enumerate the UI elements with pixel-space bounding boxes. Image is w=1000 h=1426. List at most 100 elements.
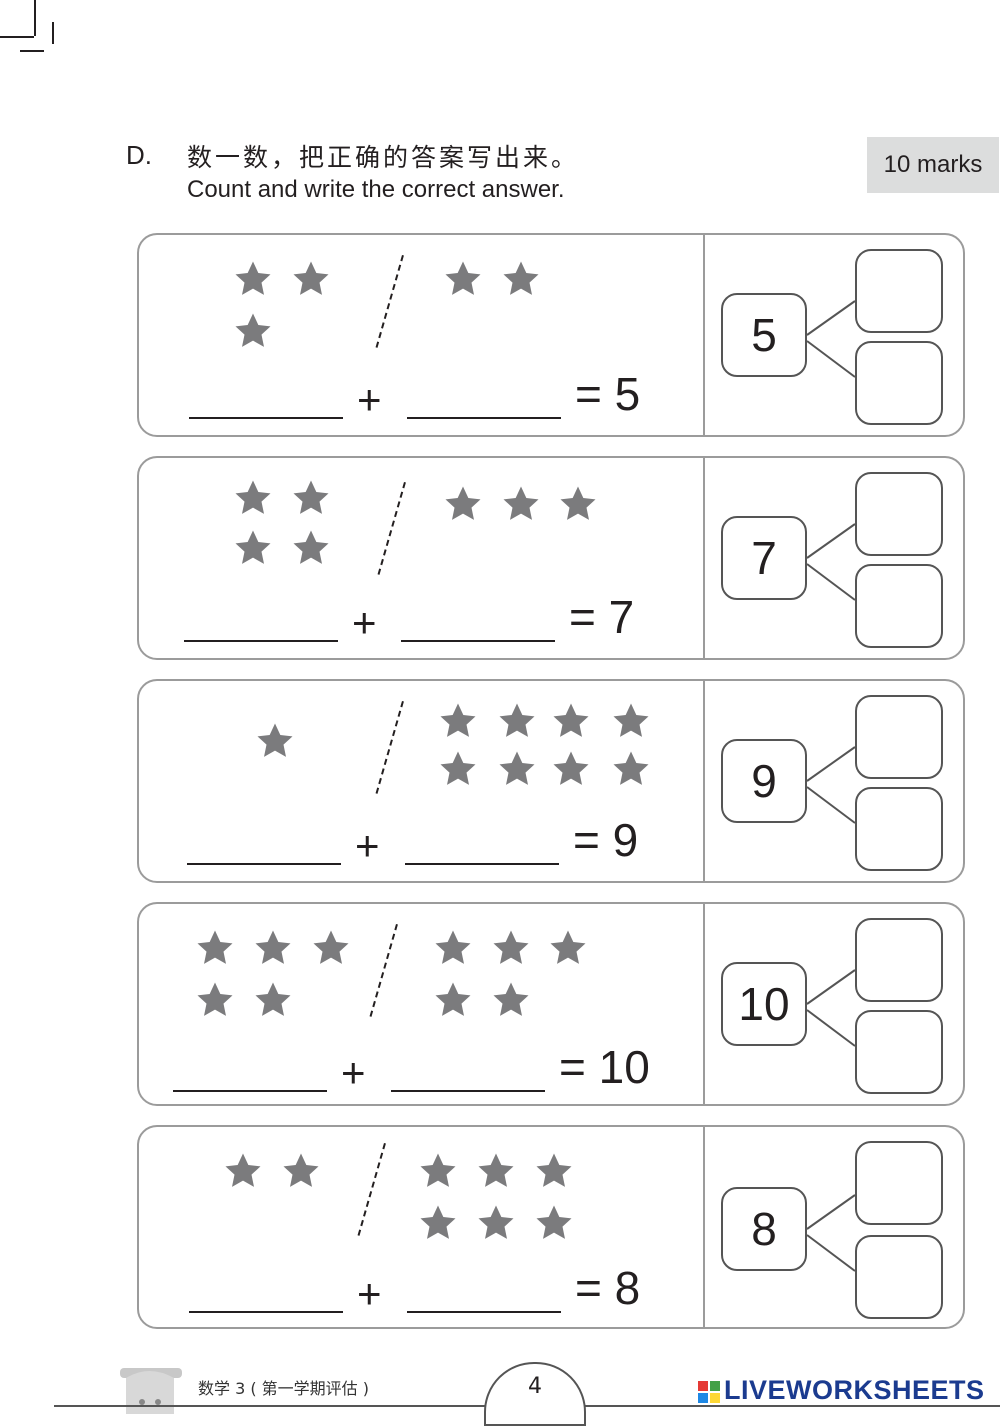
star-icon — [613, 751, 649, 785]
number-bond-part-input[interactable] — [855, 564, 943, 648]
answer-blank[interactable] — [407, 1311, 561, 1313]
star-icon — [435, 930, 471, 964]
star-icon — [478, 1205, 514, 1239]
number-bond-lines — [806, 1194, 856, 1272]
star-icon — [435, 982, 471, 1016]
star-icon — [613, 703, 649, 737]
dashed-divider — [357, 1143, 386, 1236]
number-bond-whole: 8 — [721, 1187, 807, 1271]
question-row: + = 7 7 — [137, 456, 965, 660]
answer-blank[interactable] — [173, 1090, 327, 1092]
number-bond-part-input[interactable] — [855, 918, 943, 1002]
dashed-divider — [377, 482, 406, 575]
dashed-divider — [375, 255, 404, 348]
star-icon — [550, 930, 586, 964]
star-icon — [499, 751, 535, 785]
star-icon — [235, 480, 271, 514]
star-icon — [553, 703, 589, 737]
footer-book-label: 数学 3 ( 第一学期评估 ) — [198, 1379, 370, 1398]
crop-mark — [52, 22, 54, 44]
crop-mark — [0, 36, 34, 38]
number-bond-part-input[interactable] — [855, 1141, 943, 1225]
equation-result: = 8 — [575, 1265, 640, 1311]
question-row: + = 5 5 — [137, 233, 965, 437]
page-number: 4 — [484, 1362, 586, 1426]
star-icon — [503, 261, 539, 295]
number-bond-lines — [806, 746, 856, 824]
star-icon — [553, 751, 589, 785]
star-icon — [293, 530, 329, 564]
row-divider — [703, 1125, 705, 1329]
number-bond-whole: 5 — [721, 293, 807, 377]
answer-blank[interactable] — [189, 1311, 343, 1313]
star-icon — [445, 261, 481, 295]
answer-blank[interactable] — [401, 640, 555, 642]
number-bond-part-input[interactable] — [855, 695, 943, 779]
star-icon — [283, 1153, 319, 1187]
number-bond-part-input[interactable] — [855, 1010, 943, 1094]
answer-blank[interactable] — [187, 863, 341, 865]
number-bond-part-input[interactable] — [855, 787, 943, 871]
star-icon — [235, 530, 271, 564]
star-icon — [255, 930, 291, 964]
row-divider — [703, 233, 705, 437]
star-icon — [197, 982, 233, 1016]
plus-sign: + — [357, 376, 382, 423]
answer-blank[interactable] — [189, 417, 343, 419]
star-icon — [293, 261, 329, 295]
star-icon — [440, 703, 476, 737]
number-bond-part-input[interactable] — [855, 472, 943, 556]
star-icon — [536, 1205, 572, 1239]
plus-sign: + — [355, 822, 380, 869]
row-divider — [703, 679, 705, 883]
answer-blank[interactable] — [405, 863, 559, 865]
answer-blank[interactable] — [407, 417, 561, 419]
star-icon — [257, 723, 293, 757]
star-icon — [536, 1153, 572, 1187]
crop-mark — [20, 50, 44, 52]
equation-result: = 9 — [573, 817, 638, 863]
number-bond-lines — [806, 523, 856, 601]
number-bond-part-input[interactable] — [855, 341, 943, 425]
star-icon — [313, 930, 349, 964]
number-bond-whole: 10 — [721, 962, 807, 1046]
star-icon — [503, 486, 539, 520]
instruction-english: Count and write the correct answer. — [187, 176, 565, 203]
star-icon — [225, 1153, 261, 1187]
plus-sign: + — [357, 1270, 382, 1317]
star-icon — [197, 930, 233, 964]
number-bond-lines — [806, 300, 856, 378]
equals-sign: = — [575, 368, 602, 420]
marks-badge: 10 marks — [867, 137, 999, 193]
liveworksheets-brand: LIVEWORKSHEETS — [724, 1375, 985, 1405]
plus-sign: + — [341, 1049, 366, 1096]
equals-sign: = — [575, 1262, 602, 1314]
number-bond-lines — [806, 969, 856, 1047]
star-icon — [445, 486, 481, 520]
star-icon — [235, 313, 271, 347]
dashed-divider — [369, 924, 398, 1017]
star-icon — [255, 982, 291, 1016]
answer-blank[interactable] — [184, 640, 338, 642]
number-bond-part-input[interactable] — [855, 1235, 943, 1319]
row-divider — [703, 902, 705, 1106]
star-icon — [560, 486, 596, 520]
star-icon — [440, 751, 476, 785]
equals-sign: = — [559, 1041, 586, 1093]
row-divider — [703, 456, 705, 660]
dashed-divider — [375, 701, 404, 794]
answer-blank[interactable] — [391, 1090, 545, 1092]
star-icon — [499, 703, 535, 737]
equals-sign: = — [573, 814, 600, 866]
number-bond-whole: 7 — [721, 516, 807, 600]
equation-total: 10 — [598, 1041, 650, 1093]
star-icon — [420, 1153, 456, 1187]
equation-result: = 5 — [575, 371, 640, 417]
star-icon — [493, 982, 529, 1016]
question-row: + = 9 9 — [137, 679, 965, 883]
equation-total: 7 — [608, 591, 635, 643]
star-icon — [420, 1205, 456, 1239]
star-icon — [478, 1153, 514, 1187]
equation-result: = 10 — [559, 1044, 650, 1090]
number-bond-part-input[interactable] — [855, 249, 943, 333]
